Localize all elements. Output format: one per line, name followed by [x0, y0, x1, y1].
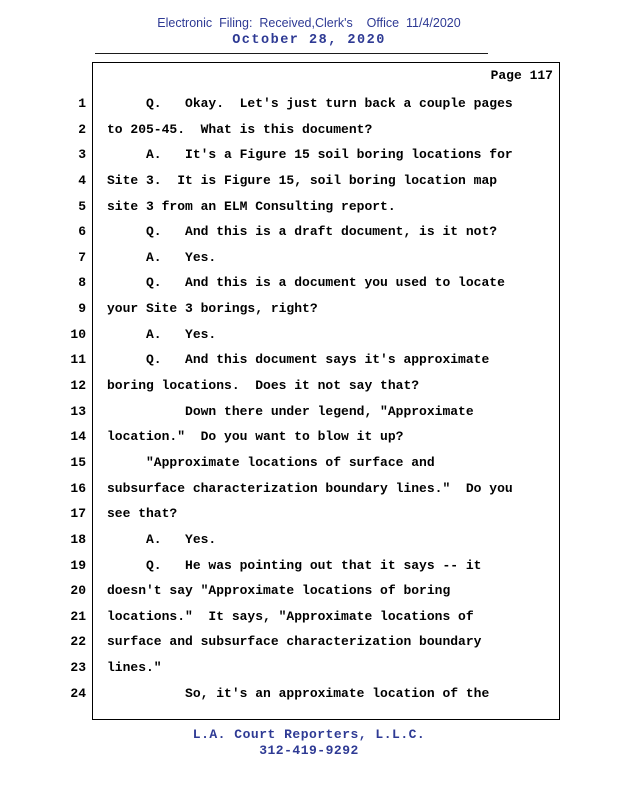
line-text: doesn't say "Approximate locations of bo… — [107, 583, 451, 599]
line-text: Q. He was pointing out that it says -- i… — [107, 557, 482, 573]
line-number: 5 — [78, 198, 86, 214]
transcript-line: 23 lines." — [50, 655, 570, 681]
line-number: 8 — [78, 275, 86, 291]
transcript-line: 20 doesn't say "Approximate locations of … — [50, 578, 570, 604]
transcript-line: 24 So, it's an approximate location of t… — [50, 681, 570, 707]
line-text: lines." — [107, 660, 162, 676]
line-text: subsurface characterization boundary lin… — [107, 480, 513, 496]
line-text: Site 3. It is Figure 15, soil boring loc… — [107, 172, 498, 188]
line-number: 18 — [70, 531, 86, 547]
transcript-line: 22 surface and subsurface characterizatio… — [50, 629, 570, 655]
line-number: 13 — [70, 403, 86, 419]
line-number: 7 — [78, 249, 86, 265]
transcript-line: 1 Q. Okay. Let's just turn back a couple… — [50, 91, 570, 117]
line-number: 16 — [70, 480, 86, 496]
transcript-line: 17 see that? — [50, 501, 570, 527]
line-number: 14 — [70, 429, 86, 445]
transcript-line: 18 A. Yes. — [50, 527, 570, 553]
efiling-date-line: October 28, 2020 — [232, 33, 386, 48]
transcript-page-border — [92, 62, 560, 720]
page-number-label: Page 117 — [490, 68, 553, 83]
transcript-line: 9 your Site 3 borings, right? — [50, 296, 570, 322]
line-text: Q. And this is a document you used to lo… — [107, 275, 505, 291]
court-reporter-phone: 312-419-9292 — [259, 743, 359, 758]
transcript-lines: 1 Q. Okay. Let's just turn back a couple… — [50, 91, 570, 706]
line-text: "Approximate locations of surface and — [107, 454, 435, 470]
line-text: A. Yes. — [107, 326, 217, 342]
line-number: 20 — [70, 583, 86, 599]
line-number: 15 — [70, 454, 86, 470]
transcript-line: 12 boring locations. Does it not say that… — [50, 373, 570, 399]
line-text: A. It's a Figure 15 soil boring location… — [107, 147, 513, 163]
transcript-line: 14 location." Do you want to blow it up? — [50, 424, 570, 450]
line-number: 12 — [70, 378, 86, 394]
line-text: locations." It says, "Approximate locati… — [107, 608, 474, 624]
line-text: your Site 3 borings, right? — [107, 301, 318, 317]
line-text: A. Yes. — [107, 249, 217, 265]
line-number: 3 — [78, 147, 86, 163]
transcript-line: 7 A. Yes. — [50, 245, 570, 271]
transcript-line: 19 Q. He was pointing out that it says -… — [50, 553, 570, 579]
header-underline-divider — [95, 53, 488, 54]
line-text: A. Yes. — [107, 531, 217, 547]
line-text: Down there under legend, "Approximate — [107, 403, 474, 419]
line-number: 4 — [78, 172, 86, 188]
efiling-stamp-line: Electronic Filing: Received,Clerk's Offi… — [157, 16, 461, 30]
line-number: 24 — [70, 685, 86, 701]
line-number: 22 — [70, 634, 86, 650]
line-text: surface and subsurface characterization … — [107, 634, 482, 650]
transcript-line: 2 to 205-45. What is this document? — [50, 117, 570, 143]
transcript-line: 4 Site 3. It is Figure 15, soil boring lo… — [50, 168, 570, 194]
line-text: to 205-45. What is this document? — [107, 121, 373, 137]
line-number: 19 — [70, 557, 86, 573]
transcript-line: 10 A. Yes. — [50, 322, 570, 348]
line-text: Q. And this is a draft document, is it n… — [107, 224, 498, 240]
line-text: Q. And this document says it's approxima… — [107, 352, 490, 368]
line-text: site 3 from an ELM Consulting report. — [107, 198, 396, 214]
line-number: 9 — [78, 301, 86, 317]
transcript-line: 11 Q. And this document says it's approx… — [50, 347, 570, 373]
line-number: 23 — [70, 660, 86, 676]
line-number: 2 — [78, 121, 86, 137]
transcript-line: 5 site 3 from an ELM Consulting report. — [50, 194, 570, 220]
line-number: 21 — [70, 608, 86, 624]
line-text: boring locations. Does it not say that? — [107, 378, 420, 394]
line-text: Q. Okay. Let's just turn back a couple p… — [107, 96, 513, 111]
transcript-line: 8 Q. And this is a document you used to … — [50, 270, 570, 296]
line-number: 10 — [70, 326, 86, 342]
court-reporter-name: L.A. Court Reporters, L.L.C. — [192, 727, 426, 742]
line-number: 11 — [70, 352, 86, 368]
transcript-line: 6 Q. And this is a draft document, is it… — [50, 219, 570, 245]
transcript-line: 13 Down there under legend, "Approximate — [50, 399, 570, 425]
transcript-line: 3 A. It's a Figure 15 soil boring locati… — [50, 142, 570, 168]
line-text: location." Do you want to blow it up? — [107, 429, 404, 445]
transcript-line: 21 locations." It says, "Approximate loca… — [50, 604, 570, 630]
line-text: So, it's an approximate location of the — [107, 685, 490, 701]
line-number: 6 — [78, 224, 86, 240]
line-text: see that? — [107, 506, 178, 522]
line-number: 1 — [78, 96, 86, 111]
transcript-line: 16 subsurface characterization boundary l… — [50, 476, 570, 502]
transcript-line: 15 "Approximate locations of surface and — [50, 450, 570, 476]
line-number: 17 — [70, 506, 86, 522]
